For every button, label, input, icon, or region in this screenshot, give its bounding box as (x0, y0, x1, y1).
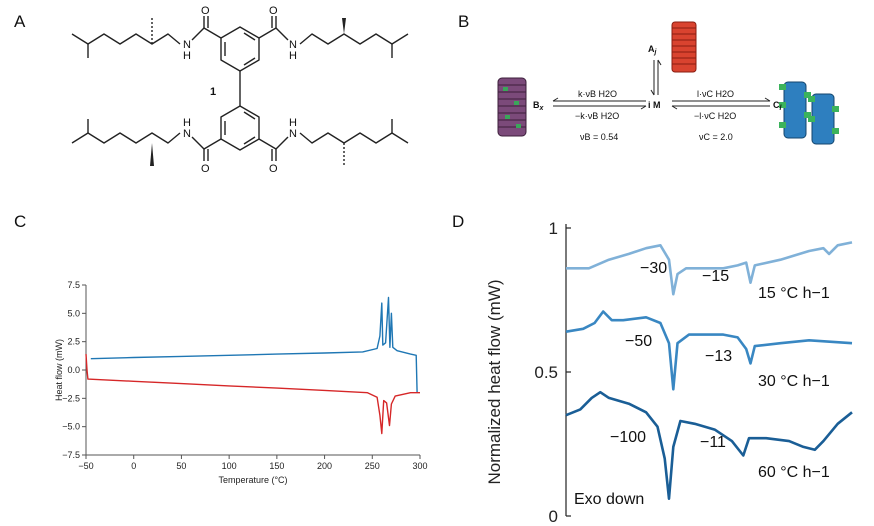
y-tick-label: −7.5 (62, 450, 80, 460)
x-tick-label: 50 (176, 461, 186, 471)
x-tick-label: 100 (222, 461, 237, 471)
stack-b-icon (497, 77, 527, 137)
rxn-left-forward: k·νB H2O (578, 89, 617, 99)
x-tick-label: 0 (131, 461, 136, 471)
panel-letter-d: D (452, 212, 465, 231)
rxn-left-nu: νB = 0.54 (580, 132, 618, 142)
peak-label: −15 (702, 268, 729, 285)
atom-o: O (201, 5, 210, 17)
rxn-right-reverse: −l·νC H2O (694, 111, 736, 121)
stack-c-icon (779, 81, 839, 145)
atom-n: N (183, 39, 191, 51)
peak-label: −30 (640, 260, 667, 277)
x-tick-label: 200 (317, 461, 332, 471)
series-name-label: 30 °C h−1 (758, 373, 830, 390)
x-tick-label: 300 (412, 461, 427, 471)
panel-letter-b: B (458, 12, 470, 31)
series-line-0 (566, 241, 853, 296)
atom-h: H (289, 50, 297, 62)
x-tick-label: 150 (269, 461, 284, 471)
panel-letter-c: C (14, 212, 27, 231)
series-line-1 (565, 310, 853, 391)
y-tick-label: 0.0 (67, 365, 80, 375)
annotation-label: Exo down (574, 491, 644, 508)
series-line-0 (90, 296, 418, 393)
y-tick-label: 5.0 (67, 308, 80, 318)
series-name-label: 15 °C h−1 (758, 285, 830, 302)
y-axis-label: Heat flow (mW) (54, 339, 64, 401)
peak-label: −11 (700, 434, 726, 451)
y-tick-label: 0.5 (534, 363, 558, 382)
x-tick-label: 250 (365, 461, 380, 471)
atom-n: N (289, 39, 297, 51)
y-tick-label: 0 (549, 507, 558, 526)
atom-h: H (183, 50, 191, 62)
atom-o: O (201, 163, 210, 175)
series-name-label: 60 °C h−1 (758, 464, 830, 481)
panel-letter-a: A (14, 12, 26, 31)
atom-o: O (269, 5, 278, 17)
species-m-label: i M (648, 100, 661, 110)
series-line-2 (565, 390, 853, 501)
y-tick-label: 7.5 (67, 280, 80, 290)
rxn-right-nu: νC = 2.0 (699, 132, 733, 142)
atom-n: N (289, 128, 297, 140)
rxn-left-reverse: −k·νB H2O (575, 111, 619, 121)
peak-label: −13 (705, 348, 732, 365)
y-tick-label: 2.5 (67, 337, 80, 347)
compound-number: 1 (210, 86, 216, 98)
x-tick-label: −50 (78, 461, 93, 471)
x-axis-label: Temperature (°C) (218, 475, 287, 485)
species-a-label: Aj (648, 44, 658, 56)
atom-n: N (183, 128, 191, 140)
atom-o: O (269, 163, 278, 175)
atom-h: H (183, 117, 191, 129)
species-c-label: Cl (773, 100, 783, 112)
peak-label: −100 (610, 429, 646, 446)
y-tick-label: −2.5 (62, 393, 80, 403)
species-b-label: Bx (533, 100, 545, 112)
y-axis-label: Normalized heat flow (mW) (485, 280, 504, 485)
y-tick-label: −5.0 (62, 422, 80, 432)
series-line-1 (85, 354, 420, 435)
atom-h: H (289, 117, 297, 129)
peak-label: −50 (625, 333, 652, 350)
y-tick-label: 1 (549, 219, 558, 238)
rxn-right-forward: l·νC H2O (697, 89, 734, 99)
stack-a-icon (671, 21, 697, 73)
